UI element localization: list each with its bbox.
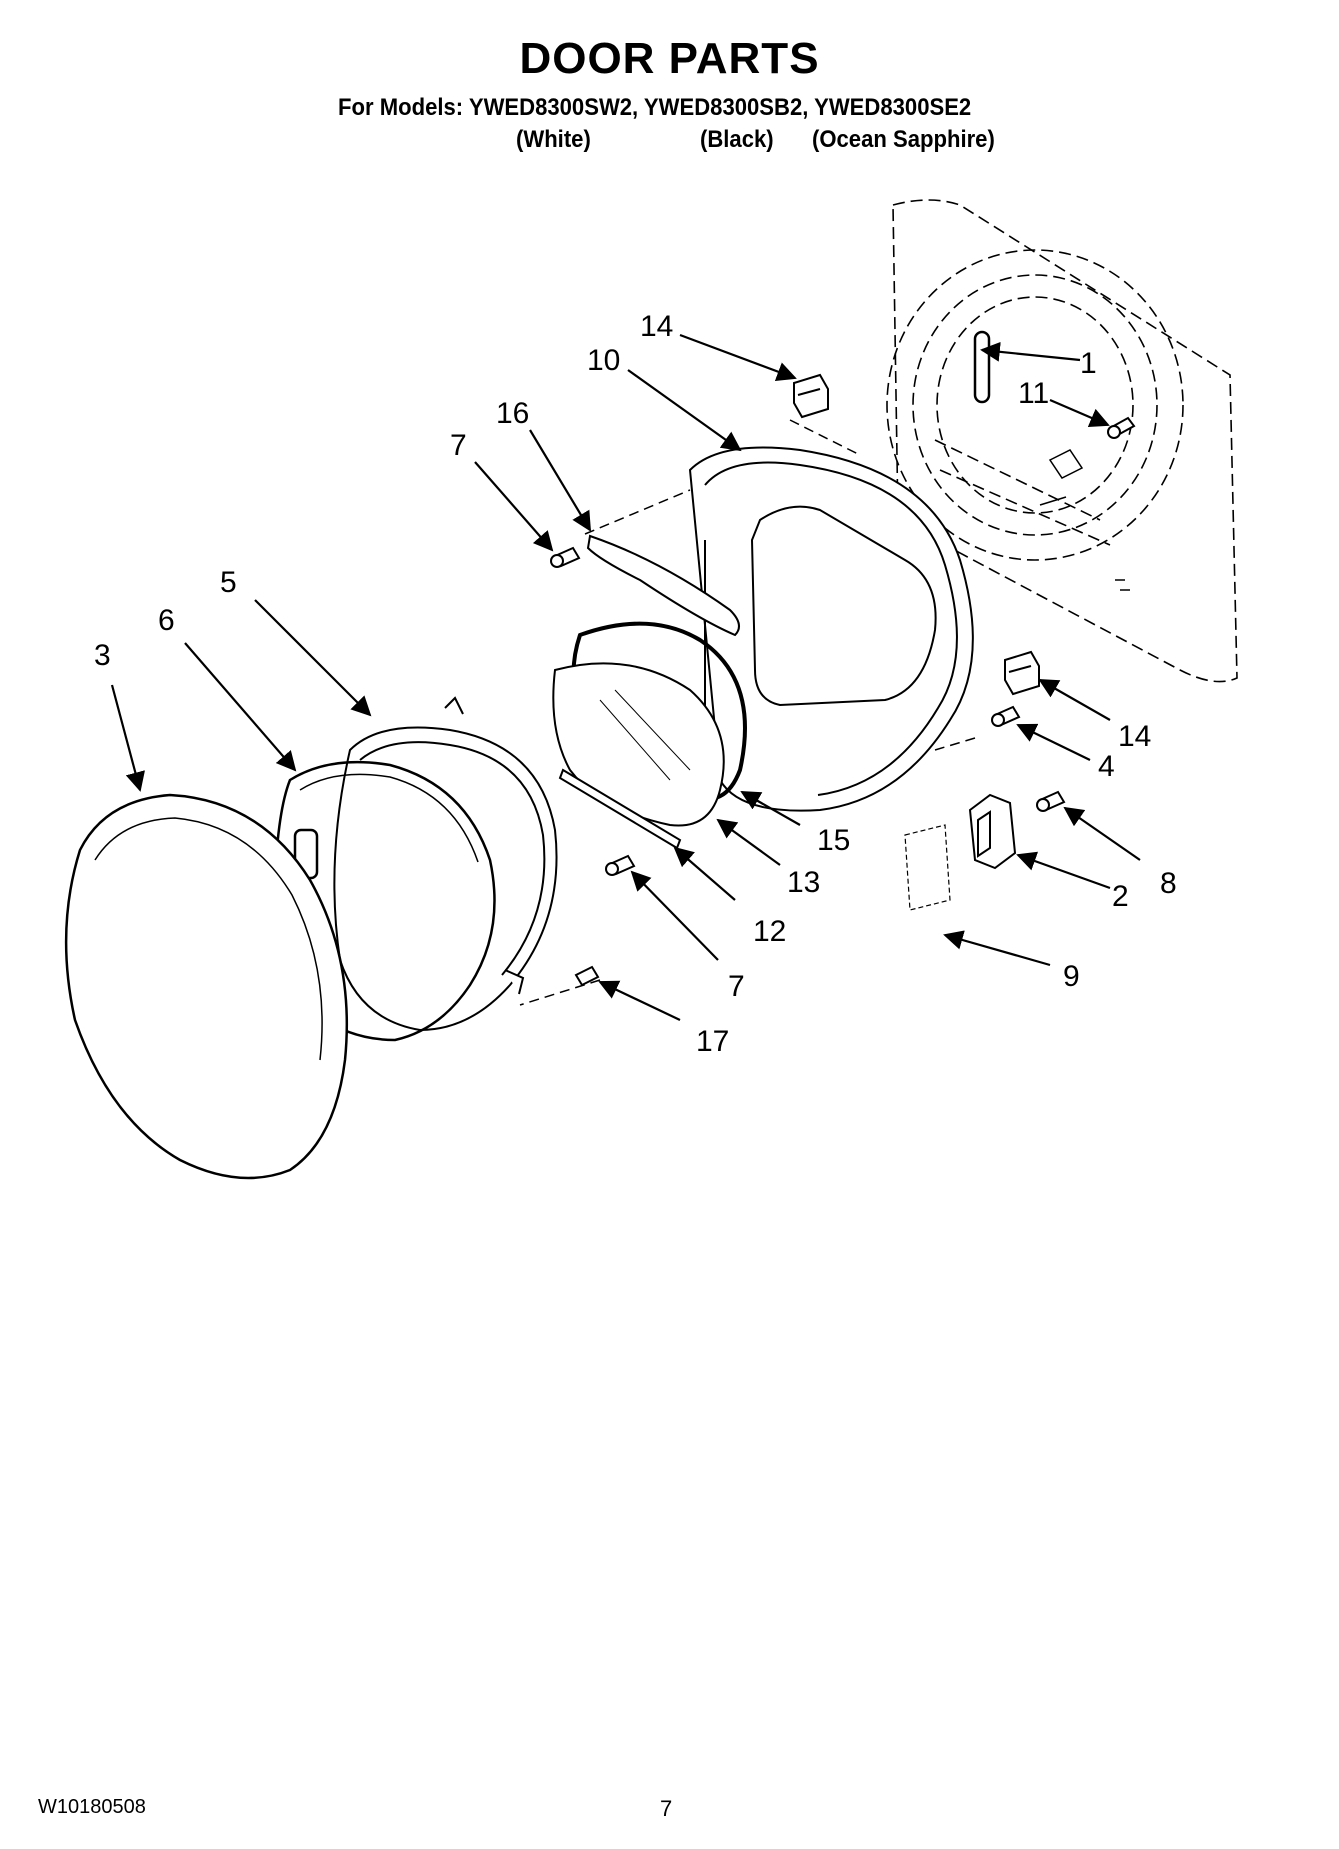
color-ocean-sapphire: (Ocean Sapphire) xyxy=(812,126,995,153)
part-5-door-liner xyxy=(333,696,558,1032)
cabinet-front-outline xyxy=(886,199,1238,683)
page-title: DOOR PARTS xyxy=(519,34,820,83)
color-black: (Black) xyxy=(700,126,774,153)
callout-13: 13 xyxy=(787,866,820,899)
part-10-inner-door xyxy=(688,446,974,812)
part-1-strike xyxy=(973,330,991,404)
callout-6: 6 xyxy=(158,604,175,637)
callout-7-top: 7 xyxy=(450,429,467,462)
part-11-screw xyxy=(1107,416,1136,439)
callout-14-top: 14 xyxy=(640,310,673,343)
part-13-door-glass xyxy=(552,662,725,827)
part-16-hinge-strap xyxy=(586,534,740,637)
callout-5: 5 xyxy=(220,566,237,599)
part-14-clip-top xyxy=(793,373,829,419)
callout-7-bottom: 7 xyxy=(728,970,745,1003)
part-2-door-latch xyxy=(968,793,1017,870)
callout-8: 8 xyxy=(1160,867,1177,900)
callout-16: 16 xyxy=(496,397,529,430)
part-14-clip-bottom xyxy=(1004,650,1040,696)
callout-3: 3 xyxy=(94,639,111,672)
document-number: W10180508 xyxy=(38,1796,146,1818)
page-number: 7 xyxy=(660,1796,673,1821)
part-3-outer-door xyxy=(64,793,349,1180)
part-4-screw xyxy=(991,705,1021,727)
part-8-screw xyxy=(1036,790,1066,812)
callout-2: 2 xyxy=(1112,880,1129,913)
part-17-screw xyxy=(574,965,600,987)
callout-17: 17 xyxy=(696,1025,729,1058)
part-7-screw-top xyxy=(550,546,581,568)
callout-12: 12 xyxy=(753,915,786,948)
cabinet-details xyxy=(1039,449,1130,591)
assembly-lines xyxy=(519,419,976,1006)
models-line: For Models: YWED8300SW2, YWED8300SB2, YW… xyxy=(338,94,972,121)
callout-14-bottom: 14 xyxy=(1118,720,1151,753)
part-9-label xyxy=(904,824,951,911)
color-white: (White) xyxy=(516,126,591,153)
callout-1: 1 xyxy=(1080,347,1097,380)
leader-arrows xyxy=(110,333,1141,1021)
callout-4: 4 xyxy=(1098,750,1115,783)
callout-9: 9 xyxy=(1063,960,1080,993)
callout-15: 15 xyxy=(817,824,850,857)
callout-11: 11 xyxy=(1018,377,1049,410)
part-7-screw-bottom xyxy=(605,854,636,876)
callout-10: 10 xyxy=(587,344,620,377)
